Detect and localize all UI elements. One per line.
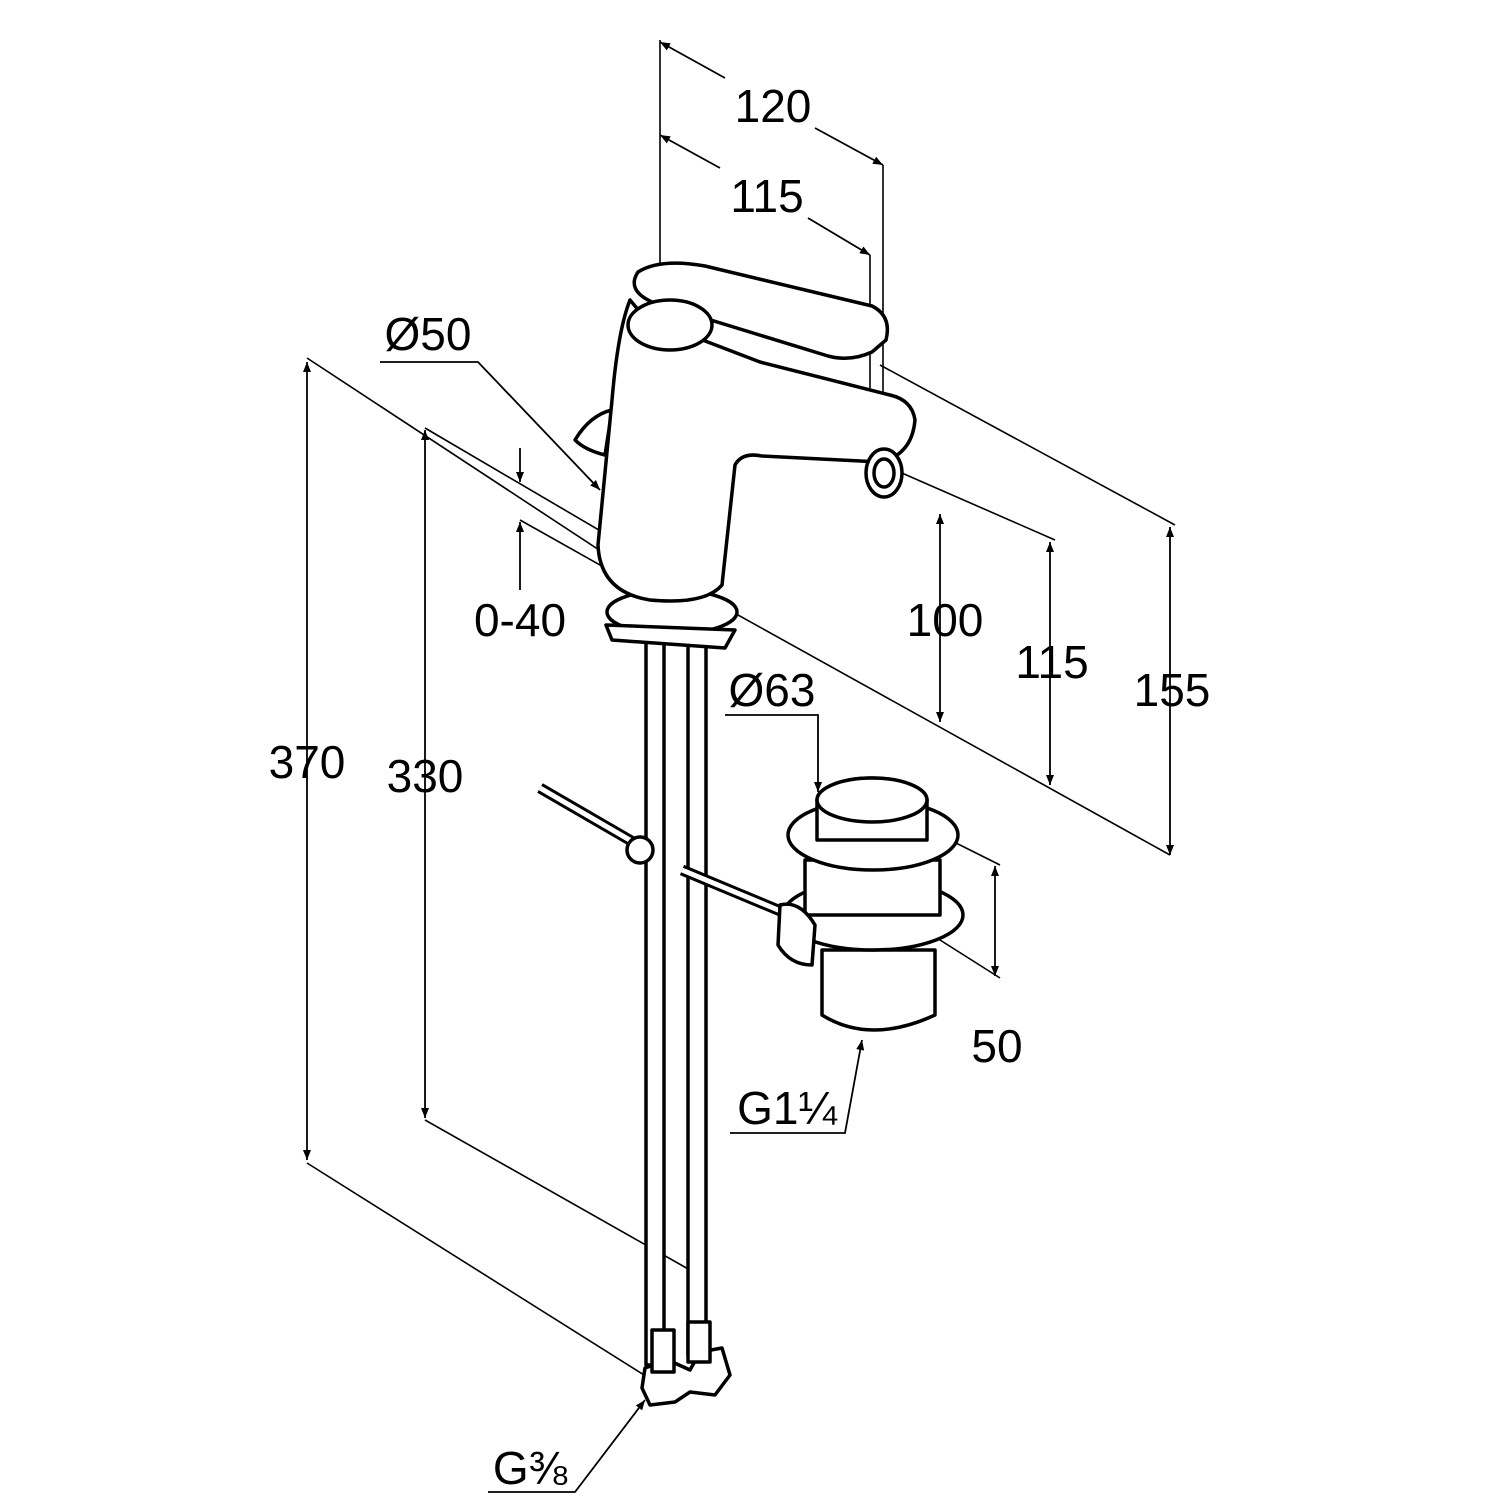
dimension-lines — [303, 41, 1174, 1493]
dimension-labels: 120 115 Ø50 370 330 0-40 100 115 155 Ø63… — [269, 80, 1211, 1494]
thread-g1-1-4: G1¼ — [737, 1082, 837, 1134]
popup-rod — [537, 783, 793, 921]
dim-155: 155 — [1134, 664, 1211, 716]
supply-hoses — [640, 628, 732, 1407]
dim-100: 100 — [907, 594, 984, 646]
dim-370: 370 — [269, 736, 346, 788]
mounting-plate — [604, 623, 737, 650]
dim-330: 330 — [387, 750, 464, 802]
waste-valve — [776, 776, 965, 1032]
dim-diameter-63: Ø63 — [729, 664, 816, 716]
dim-50: 50 — [971, 1020, 1022, 1072]
dim-0-40: 0-40 — [474, 594, 566, 646]
dim-diameter-50: Ø50 — [385, 308, 472, 360]
dim-120: 120 — [735, 80, 812, 132]
dim-115-right: 115 — [1015, 636, 1088, 688]
waste-plug — [815, 776, 929, 824]
faucet — [573, 261, 917, 650]
lever-handle — [632, 261, 890, 360]
thread-g3-8: G⅜ — [493, 1442, 568, 1494]
faucet-body — [596, 298, 917, 603]
dim-115-top: 115 — [730, 170, 803, 222]
